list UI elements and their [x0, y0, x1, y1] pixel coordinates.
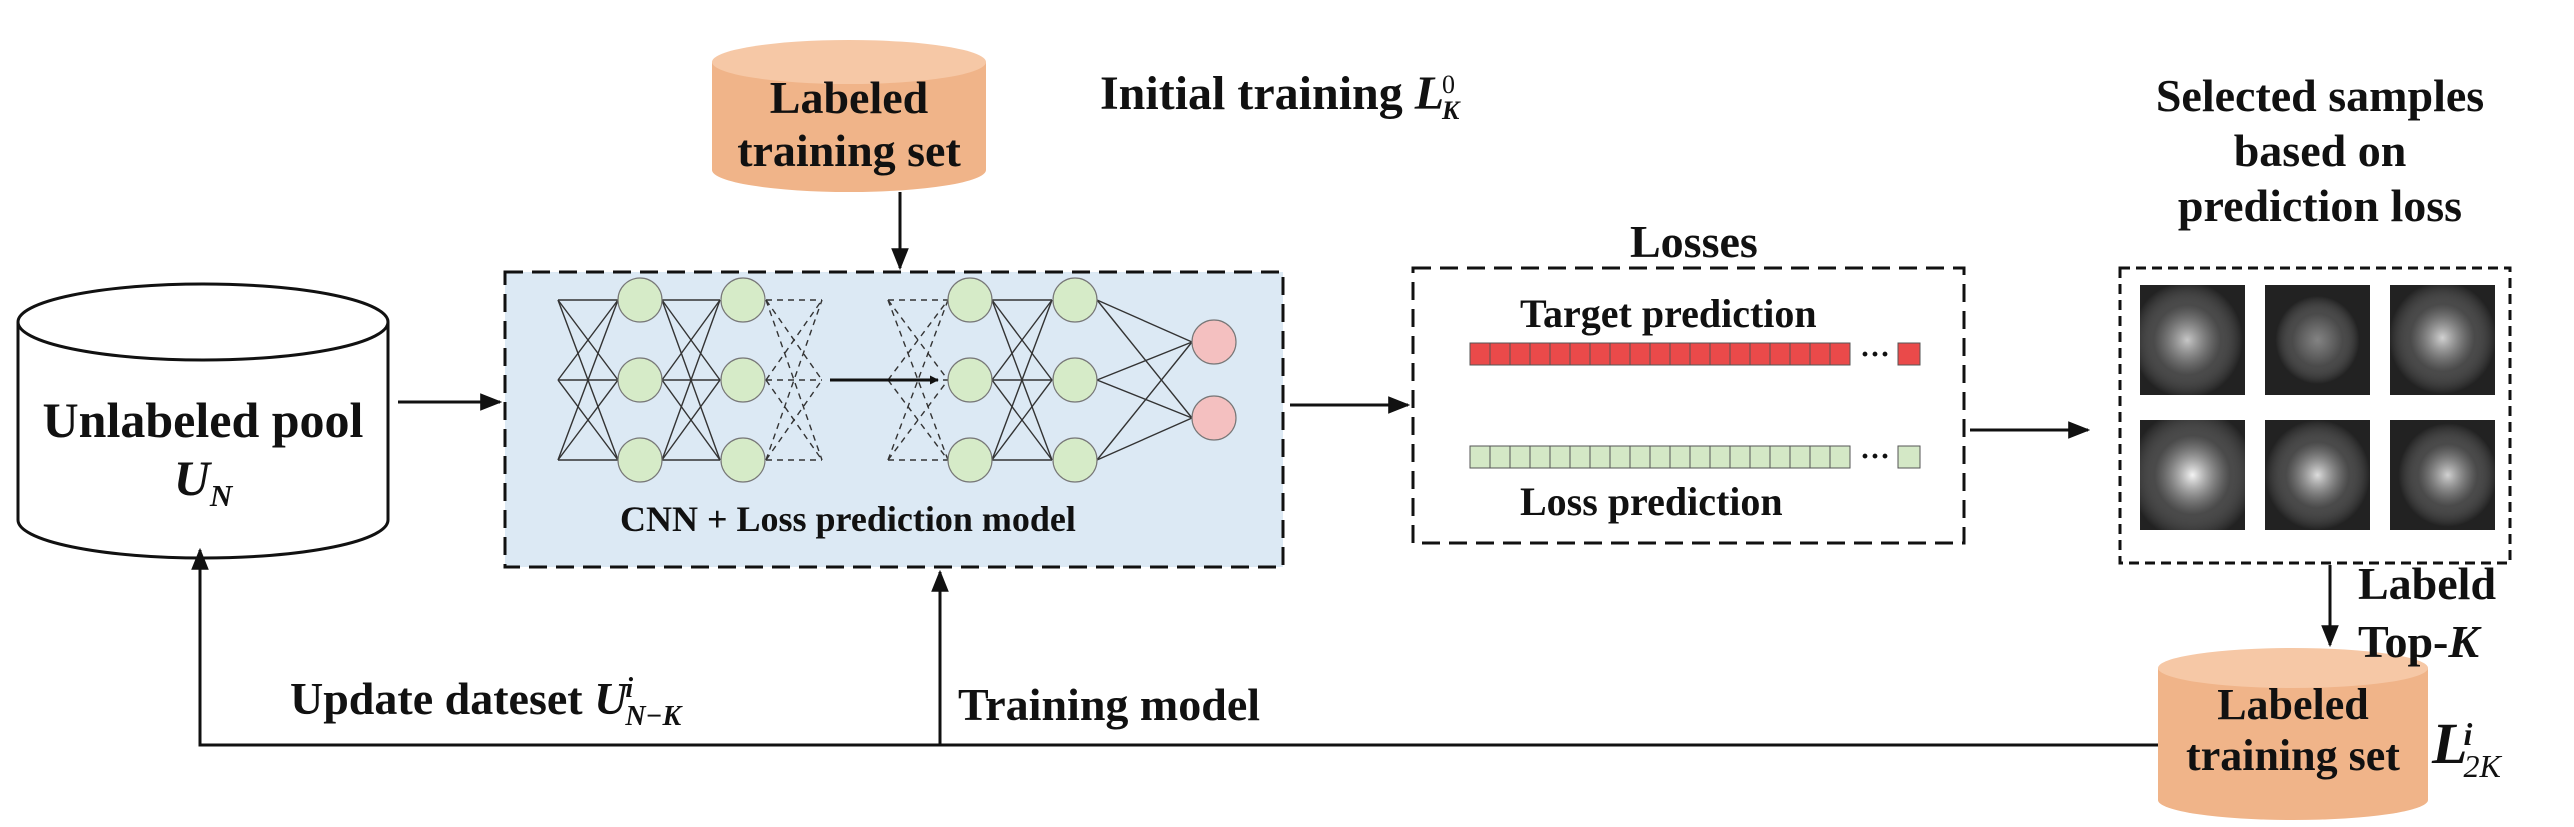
loss-bar-cell: [1829, 445, 1851, 469]
labeled-training-set-bottom-label: Labeled training set: [2186, 680, 2400, 780]
loss-bar-cell: [1669, 445, 1691, 469]
loss-prediction-bar: [1469, 445, 1921, 469]
target-bar-cell: [1749, 342, 1771, 366]
loss-bar-cell: [1529, 445, 1551, 469]
loss-bar-cell: [1569, 445, 1591, 469]
network-nodes: [617, 277, 1237, 483]
sample-thumbnail: [2265, 420, 2370, 530]
loss-bar-cell: [1789, 445, 1811, 469]
loss-bar-cell: [1629, 445, 1651, 469]
unlabeled-pool-label: Unlabeled pool UN: [42, 392, 364, 513]
target-bar-cell: [1509, 342, 1531, 366]
loss-bar-cell: [1469, 445, 1491, 469]
sample-thumbnail: [2265, 285, 2370, 395]
model-caption: CNN + Loss prediction model: [620, 499, 1076, 539]
loss-bar-cell: [1649, 445, 1671, 469]
loss-bar-cell-last: [1897, 445, 1921, 469]
target-prediction-bar: [1469, 342, 1921, 366]
target-bar-cell: [1549, 342, 1571, 366]
loss-bar-cell: [1489, 445, 1511, 469]
target-bar-cell: [1829, 342, 1851, 366]
loss-prediction-label: Loss prediction: [1520, 479, 1783, 524]
sample-thumbnail: [2390, 285, 2495, 395]
loss-ellipsis: ···: [1860, 440, 1891, 473]
sample-thumbnails: [2140, 285, 2495, 530]
target-bar-cell: [1729, 342, 1751, 366]
loss-bar-cell: [1729, 445, 1751, 469]
target-bar-cell: [1809, 342, 1831, 366]
labeled-training-set-top-label: Labeled training set: [737, 72, 961, 176]
labeled-training-set-bottom-cylinder: [2158, 648, 2428, 820]
loss-bar-cell: [1589, 445, 1611, 469]
target-bar-cell: [1529, 342, 1551, 366]
loss-bar-cell: [1769, 445, 1791, 469]
losses-box: [1411, 266, 1966, 545]
sample-thumbnail: [2140, 285, 2245, 395]
loss-bar-cell: [1549, 445, 1571, 469]
loss-bar-cell: [1749, 445, 1771, 469]
labeld-topk-label: Labeld Top-K: [2358, 558, 2497, 667]
target-prediction-label: Target prediction: [1520, 291, 1817, 336]
target-bar-cell: [1569, 342, 1591, 366]
target-bar-cell: [1649, 342, 1671, 366]
sample-thumbnail: [2390, 420, 2495, 530]
selected-samples-label: Selected samples based on prediction los…: [2155, 70, 2485, 232]
target-bar-cell: [1469, 342, 1491, 366]
target-bar-cell: [1609, 342, 1631, 366]
target-bar-cell: [1709, 342, 1731, 366]
loss-bar-cell: [1509, 445, 1531, 469]
target-bar-cell: [1689, 342, 1711, 366]
loss-bar-cell: [1689, 445, 1711, 469]
target-bar-cell: [1589, 342, 1611, 366]
target-bar-cell: [1669, 342, 1691, 366]
labeled-training-set-top-cylinder: [712, 40, 986, 192]
target-bar-cell-last: [1897, 342, 1921, 366]
loss-bar-cell: [1709, 445, 1731, 469]
target-bar-cell: [1769, 342, 1791, 366]
target-bar-cell: [1789, 342, 1811, 366]
sample-thumbnail: [2140, 420, 2245, 530]
feedback-line-bottom: [191, 547, 2158, 747]
target-bar-cell: [1629, 342, 1651, 366]
loss-bar-cell: [1809, 445, 1831, 469]
losses-title: Losses: [1630, 216, 1758, 267]
target-bar-cell: [1489, 342, 1511, 366]
target-ellipsis: ···: [1860, 338, 1891, 371]
training-model-label: Training model: [958, 679, 1261, 730]
loss-bar-cell: [1609, 445, 1631, 469]
